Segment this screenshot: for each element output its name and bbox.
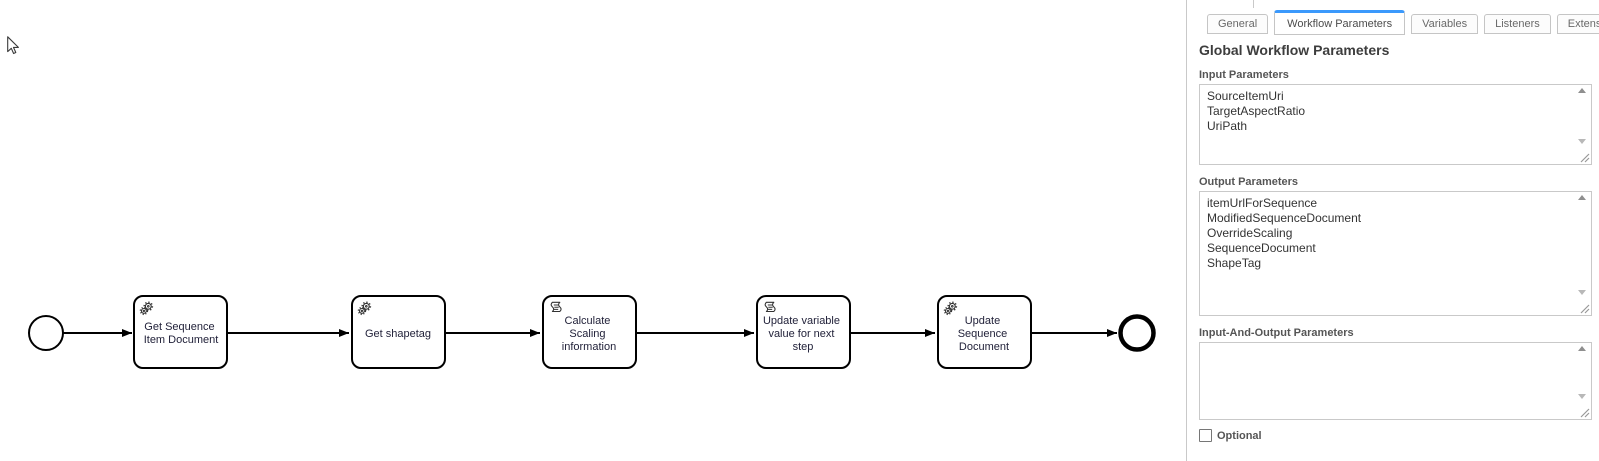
task-label: Calculate Scaling information [562,315,616,353]
task-update-sequence-document[interactable]: Update Sequence Document [937,295,1032,369]
tab-variables[interactable]: Variables [1411,14,1479,34]
scroll-down-icon[interactable] [1578,290,1586,295]
scrollbar[interactable] [1576,195,1588,295]
workflow-parameters-section: Global Workflow Parameters Input Paramet… [1187,42,1599,442]
tab-listeners[interactable]: Listeners [1484,14,1551,34]
end-event[interactable] [1118,314,1156,352]
panel-heading: Global Workflow Parameters [1199,42,1390,58]
input-parameters-textarea[interactable]: SourceItemUri TargetAspectRatio UriPath [1199,84,1592,165]
scroll-down-icon[interactable] [1578,139,1586,144]
mouse-cursor [7,36,19,55]
input-and-output-parameters-textarea[interactable] [1199,342,1592,420]
task-label: Update Sequence Document [958,315,1011,353]
optional-label: Optional [1217,429,1262,442]
tab-extensions[interactable]: Extensions [1556,14,1599,34]
task-get-shapetag[interactable]: Get shapetag [351,295,446,369]
input-parameters-label: Input Parameters [1199,69,1289,81]
optional-checkbox[interactable] [1199,429,1212,442]
task-label: Update variable value for next step [763,315,843,353]
output-parameters-value: itemUrlForSequence ModifiedSequenceDocum… [1207,196,1362,270]
panel-top-divider [1253,0,1254,8]
tab-workflow-parameters[interactable]: Workflow Parameters [1274,10,1406,35]
task-update-variable-value[interactable]: Update variable value for next step [756,295,851,369]
properties-panel: General Workflow Parameters Variables Li… [1186,0,1599,461]
input-parameters-value: SourceItemUri TargetAspectRatio UriPath [1207,89,1306,133]
scroll-icon [764,301,776,313]
properties-tabs: General Workflow Parameters Variables Li… [1207,8,1599,35]
bpmn-canvas[interactable]: Get Sequence Item Document Get shapetag [0,0,1186,461]
input-and-output-parameters-label: Input-And-Output Parameters [1199,327,1354,339]
start-event[interactable] [28,315,64,351]
resize-grip-icon[interactable] [1578,406,1590,418]
bpmn-diagram: Get Sequence Item Document Get shapetag [28,295,1156,369]
scroll-up-icon[interactable] [1578,195,1586,200]
task-label: Get shapetag [365,328,431,340]
task-get-sequence-item-document[interactable]: Get Sequence Item Document [133,295,228,369]
tab-general[interactable]: General [1207,14,1269,34]
task-label: Get Sequence Item Document [144,321,219,346]
scrollbar[interactable] [1576,88,1588,144]
scroll-up-icon[interactable] [1578,346,1586,351]
output-parameters-label: Output Parameters [1199,176,1299,188]
scroll-icon [550,301,562,313]
scroll-down-icon[interactable] [1578,394,1586,399]
scrollbar[interactable] [1576,346,1588,399]
output-parameters-textarea[interactable]: itemUrlForSequence ModifiedSequenceDocum… [1199,191,1592,316]
optional-row: Optional [1199,429,1592,442]
resize-grip-icon[interactable] [1578,302,1590,314]
task-calculate-scaling-information[interactable]: Calculate Scaling information [542,295,637,369]
resize-grip-icon[interactable] [1578,151,1590,163]
input-and-output-parameters-value [1201,344,1572,418]
scroll-up-icon[interactable] [1578,88,1586,93]
